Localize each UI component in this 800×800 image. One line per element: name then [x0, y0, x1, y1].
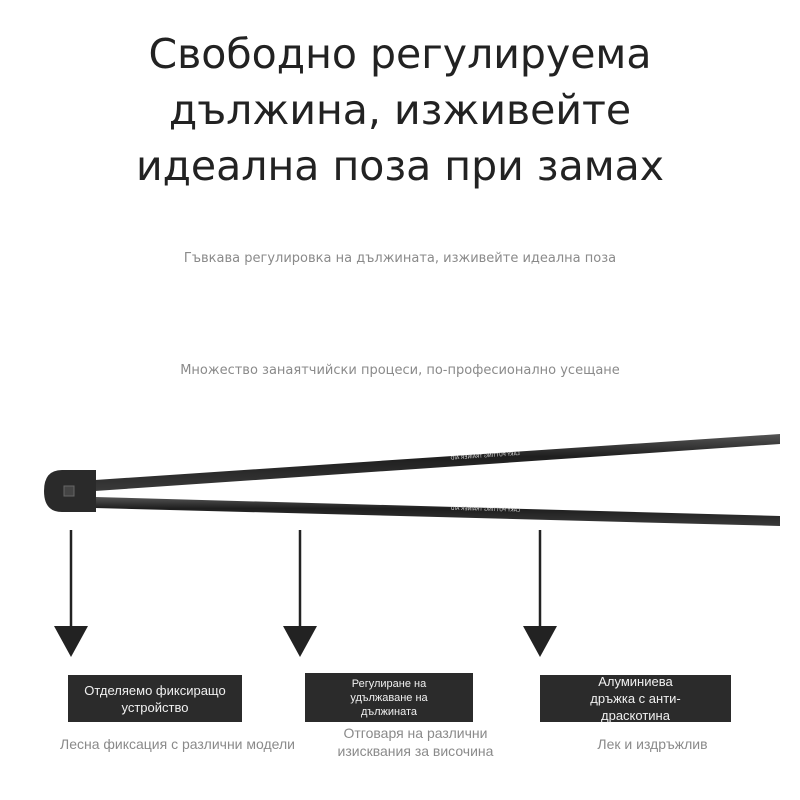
headline: Свободно регулируема дължина, изживейте …: [135, 30, 665, 190]
subtitle-craftsmanship: Множество занаятчийски процеси, по-профе…: [180, 363, 620, 378]
feature-caption-1: Лесна фиксация с различни модели: [60, 736, 295, 752]
subtitle-flexible-length: Гъвкава регулировка на дължината, изживе…: [183, 251, 617, 266]
feature-caption-3: Лек и издръжлив: [597, 736, 708, 752]
rod-lower: [95, 497, 780, 526]
rod-upper: [95, 434, 780, 491]
arrow-3: [523, 530, 557, 657]
feature-label-length-adjustment: Регулиране на удължаване на дължината: [305, 673, 473, 722]
rod-label-1: LAKY PUTTING TRAINER AID: [450, 451, 520, 462]
arrow-2: [283, 530, 317, 657]
feature-caption-2: Отговаря на различни изисквания за височ…: [337, 725, 494, 759]
rod-label-2: LAKY PUTTING TRAINER AID: [450, 506, 520, 514]
feature-label-fixing-device: Отделяемо фиксиращо устройство: [68, 675, 242, 722]
feature-label-aluminum-handle: Алуминиева дръжка с анти-драскотина: [540, 674, 731, 723]
clip-button-icon: [63, 485, 75, 497]
arrow-1: [54, 530, 88, 657]
